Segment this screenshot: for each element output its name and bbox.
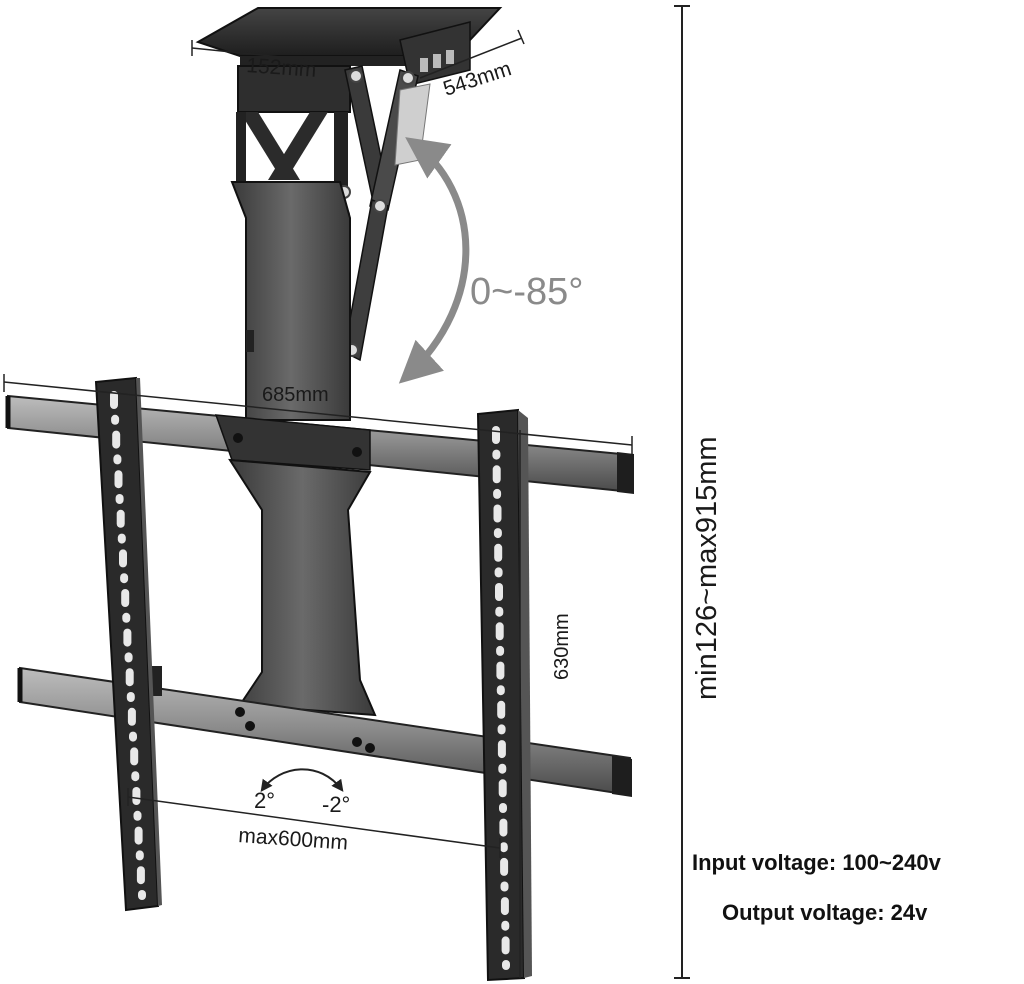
mounting-slot xyxy=(500,897,509,916)
mounting-slot xyxy=(122,612,131,623)
mounting-slot xyxy=(135,850,144,861)
drop-height-label: min126~max915mm xyxy=(691,436,723,700)
mounting-slot xyxy=(494,543,503,562)
output-voltage-label: Output voltage: 24v xyxy=(722,900,928,925)
top-rail xyxy=(5,394,634,494)
tilt-range-label: 0~-85° xyxy=(470,271,583,313)
mounting-slot xyxy=(495,583,503,601)
tilt-arrow xyxy=(398,137,470,384)
mounting-slot xyxy=(123,628,132,647)
right-vesa-bracket xyxy=(476,408,532,982)
main-arm xyxy=(230,181,351,421)
dim-vesa-width xyxy=(127,788,501,858)
mounting-slot xyxy=(497,740,506,759)
center-plate xyxy=(228,458,377,717)
mounting-slot xyxy=(110,391,118,409)
mounting-slot xyxy=(131,771,140,782)
mounting-slot xyxy=(496,661,505,680)
mounting-slot xyxy=(495,606,504,617)
mounting-slot xyxy=(493,504,502,523)
swivel-right-label: -2° xyxy=(322,792,350,817)
rail-width-label: 685mm xyxy=(262,384,329,406)
dim-drop-height xyxy=(674,5,690,979)
mounting-slot xyxy=(497,724,506,735)
mounting-slot xyxy=(501,920,510,931)
left-vesa-bracket xyxy=(94,376,162,912)
mounting-slot xyxy=(113,454,122,465)
mounting-slot xyxy=(498,763,507,774)
mounting-slot xyxy=(496,645,505,656)
tilt-arm xyxy=(336,65,431,362)
mounting-slot xyxy=(495,622,504,641)
mounting-slot xyxy=(125,668,134,687)
hinge-block xyxy=(236,65,351,187)
mounting-slot xyxy=(498,779,507,798)
input-voltage-label: Input voltage: 100~240v xyxy=(692,850,942,875)
mounting-slot xyxy=(124,652,133,663)
mounting-slot xyxy=(138,890,146,900)
mounting-slot xyxy=(492,426,500,444)
plate-width-label: 152mm xyxy=(246,54,317,82)
mounting-slot xyxy=(492,449,501,460)
mounting-slot xyxy=(115,494,124,504)
mounting-slot xyxy=(130,747,139,766)
mounting-slot xyxy=(494,567,503,578)
mounting-slot xyxy=(500,857,509,876)
mounting-slot xyxy=(499,842,508,853)
mounting-slot xyxy=(116,509,125,528)
bracket-height-label: 630mm xyxy=(551,613,573,680)
dim-plate-depth xyxy=(419,29,525,79)
mounting-slot xyxy=(500,881,509,892)
mounting-slot xyxy=(127,707,136,726)
mounting-slot xyxy=(496,685,505,696)
dim-plate-width xyxy=(191,40,361,66)
mounting-slot xyxy=(129,731,137,742)
mounting-slot xyxy=(499,803,507,813)
mounting-slot xyxy=(493,488,502,499)
vesa-width-label: max600mm xyxy=(238,824,349,855)
mounting-slot xyxy=(134,826,143,845)
mounting-slot xyxy=(111,414,120,425)
mounting-slot xyxy=(497,700,506,719)
mounting-slot xyxy=(136,866,145,885)
mounting-slot xyxy=(114,470,123,489)
dim-rail-width xyxy=(3,374,633,454)
mounting-slot xyxy=(132,787,141,805)
mounting-slot xyxy=(112,430,121,449)
mounting-slot xyxy=(499,818,508,837)
mounting-slot xyxy=(119,549,127,568)
mounting-slot xyxy=(126,692,135,702)
mounting-slot xyxy=(492,465,501,484)
mounting-slot xyxy=(493,528,502,539)
mounting-slot xyxy=(502,960,510,970)
mounting-slot xyxy=(117,533,126,544)
mounting-slot xyxy=(133,810,142,821)
mounting-slot xyxy=(501,936,510,955)
swivel-arrow xyxy=(260,768,344,792)
mounting-slot xyxy=(120,573,129,584)
mounting-slot xyxy=(121,589,130,607)
swivel-left-label: 2° xyxy=(254,788,275,813)
